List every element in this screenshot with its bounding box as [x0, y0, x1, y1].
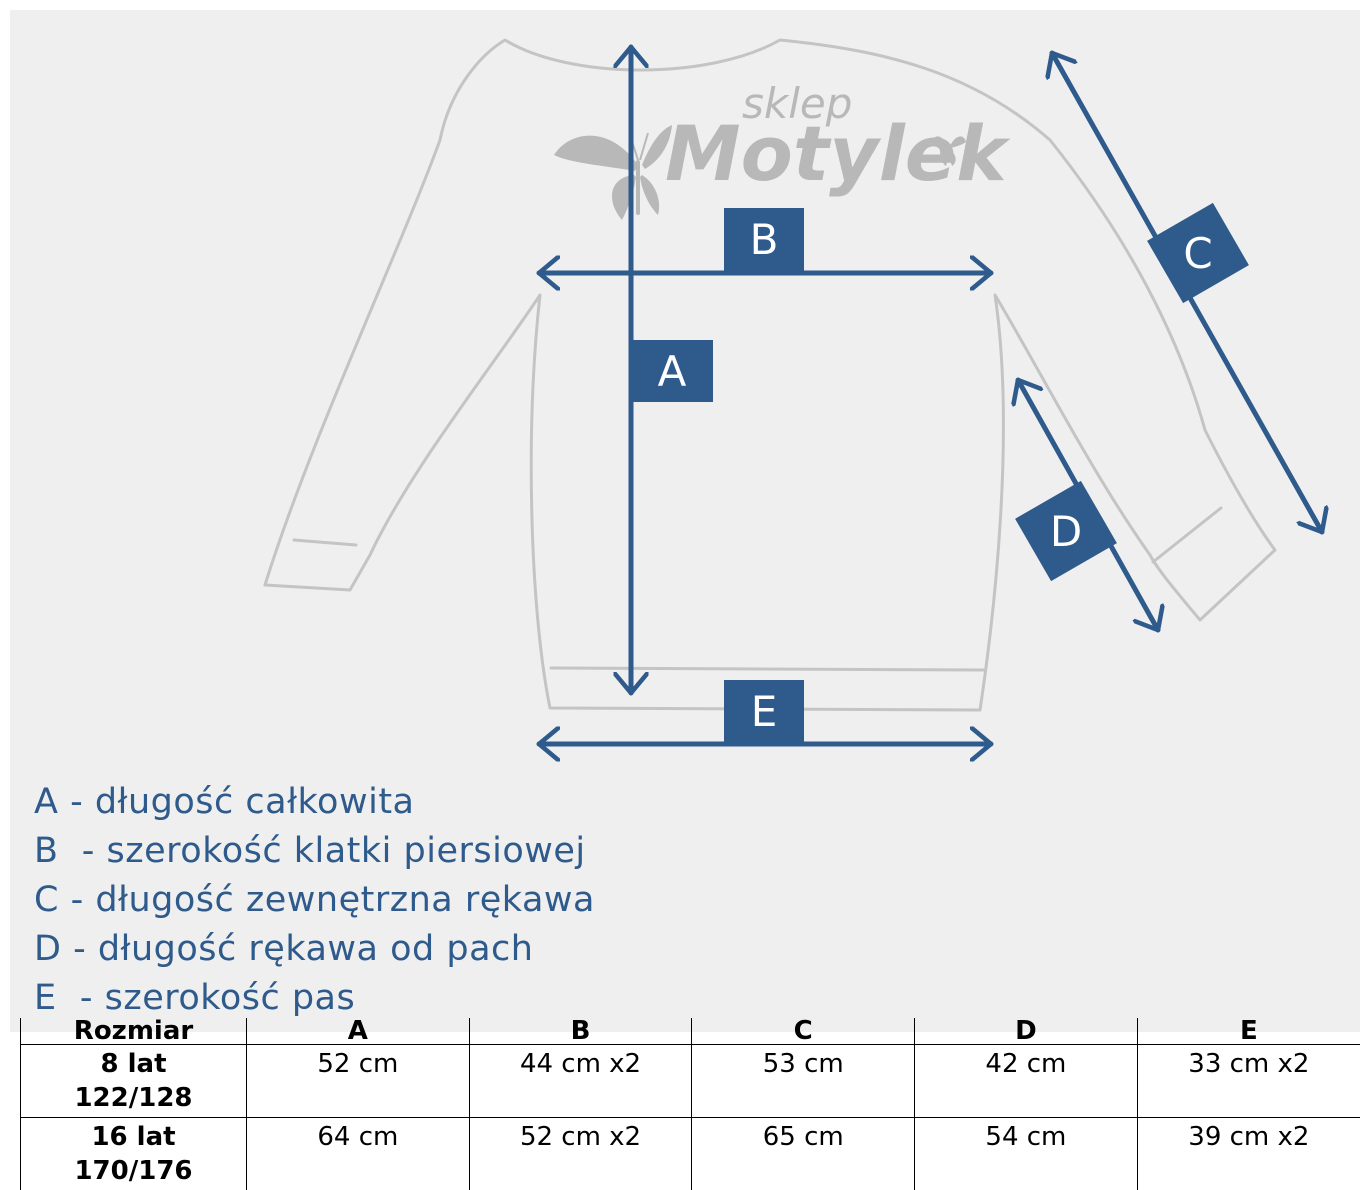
value-cell-b: 44 cm x2 — [469, 1045, 692, 1118]
legend-item-c: C - długość zewnętrzna rękawa — [34, 876, 595, 925]
measurement-legend: A - długość całkowita B - szerokość klat… — [34, 778, 595, 1023]
watermark-logo: sklep Motylek — [554, 79, 1011, 220]
label-b-box: B — [724, 208, 804, 272]
size-age: 8 lat — [100, 1049, 166, 1079]
header-e: E — [1137, 1018, 1360, 1045]
size-age: 16 lat — [91, 1122, 175, 1152]
watermark-large-text: Motylek — [665, 109, 1011, 198]
header-a: A — [247, 1018, 470, 1045]
header-b: B — [469, 1018, 692, 1045]
label-a: A — [658, 347, 687, 396]
size-height: 170/176 — [74, 1156, 192, 1186]
value-cell-d: 42 cm — [915, 1045, 1138, 1118]
label-c: C — [1183, 229, 1212, 278]
value-cell-b: 52 cm x2 — [469, 1118, 692, 1190]
header-size: Rozmiar — [21, 1018, 247, 1045]
table-header-row: Rozmiar A B C D E — [21, 1018, 1360, 1045]
value-cell-c: 65 cm — [692, 1118, 915, 1190]
value-cell-d: 54 cm — [915, 1118, 1138, 1190]
label-b: B — [750, 215, 779, 264]
label-e-box: E — [724, 680, 804, 744]
size-height: 122/128 — [74, 1083, 192, 1113]
value-cell-a: 52 cm — [247, 1045, 470, 1118]
header-c: C — [692, 1018, 915, 1045]
value-cell-e: 33 cm x2 — [1137, 1045, 1360, 1118]
legend-item-d: D - długość rękawa od pach — [34, 925, 595, 974]
butterfly-logo-icon — [554, 125, 672, 220]
size-table: Rozmiar A B C D E 8 lat 122/128 52 cm 44 … — [20, 1018, 1360, 1190]
header-d: D — [915, 1018, 1138, 1045]
value-cell-c: 53 cm — [692, 1045, 915, 1118]
legend-item-b: B - szerokość klatki piersiowej — [34, 827, 595, 876]
label-e: E — [751, 687, 778, 736]
legend-item-a: A - długość całkowita — [34, 778, 595, 827]
label-d: D — [1050, 507, 1082, 556]
label-a-box: A — [631, 340, 713, 402]
size-cell: 8 lat 122/128 — [21, 1045, 247, 1118]
value-cell-a: 64 cm — [247, 1118, 470, 1190]
table-row: 16 lat 170/176 64 cm 52 cm x2 65 cm 54 cm… — [21, 1118, 1360, 1190]
size-cell: 16 lat 170/176 — [21, 1118, 247, 1190]
label-d-box: D — [1015, 481, 1117, 581]
value-cell-e: 39 cm x2 — [1137, 1118, 1360, 1190]
label-c-box: C — [1147, 203, 1249, 303]
